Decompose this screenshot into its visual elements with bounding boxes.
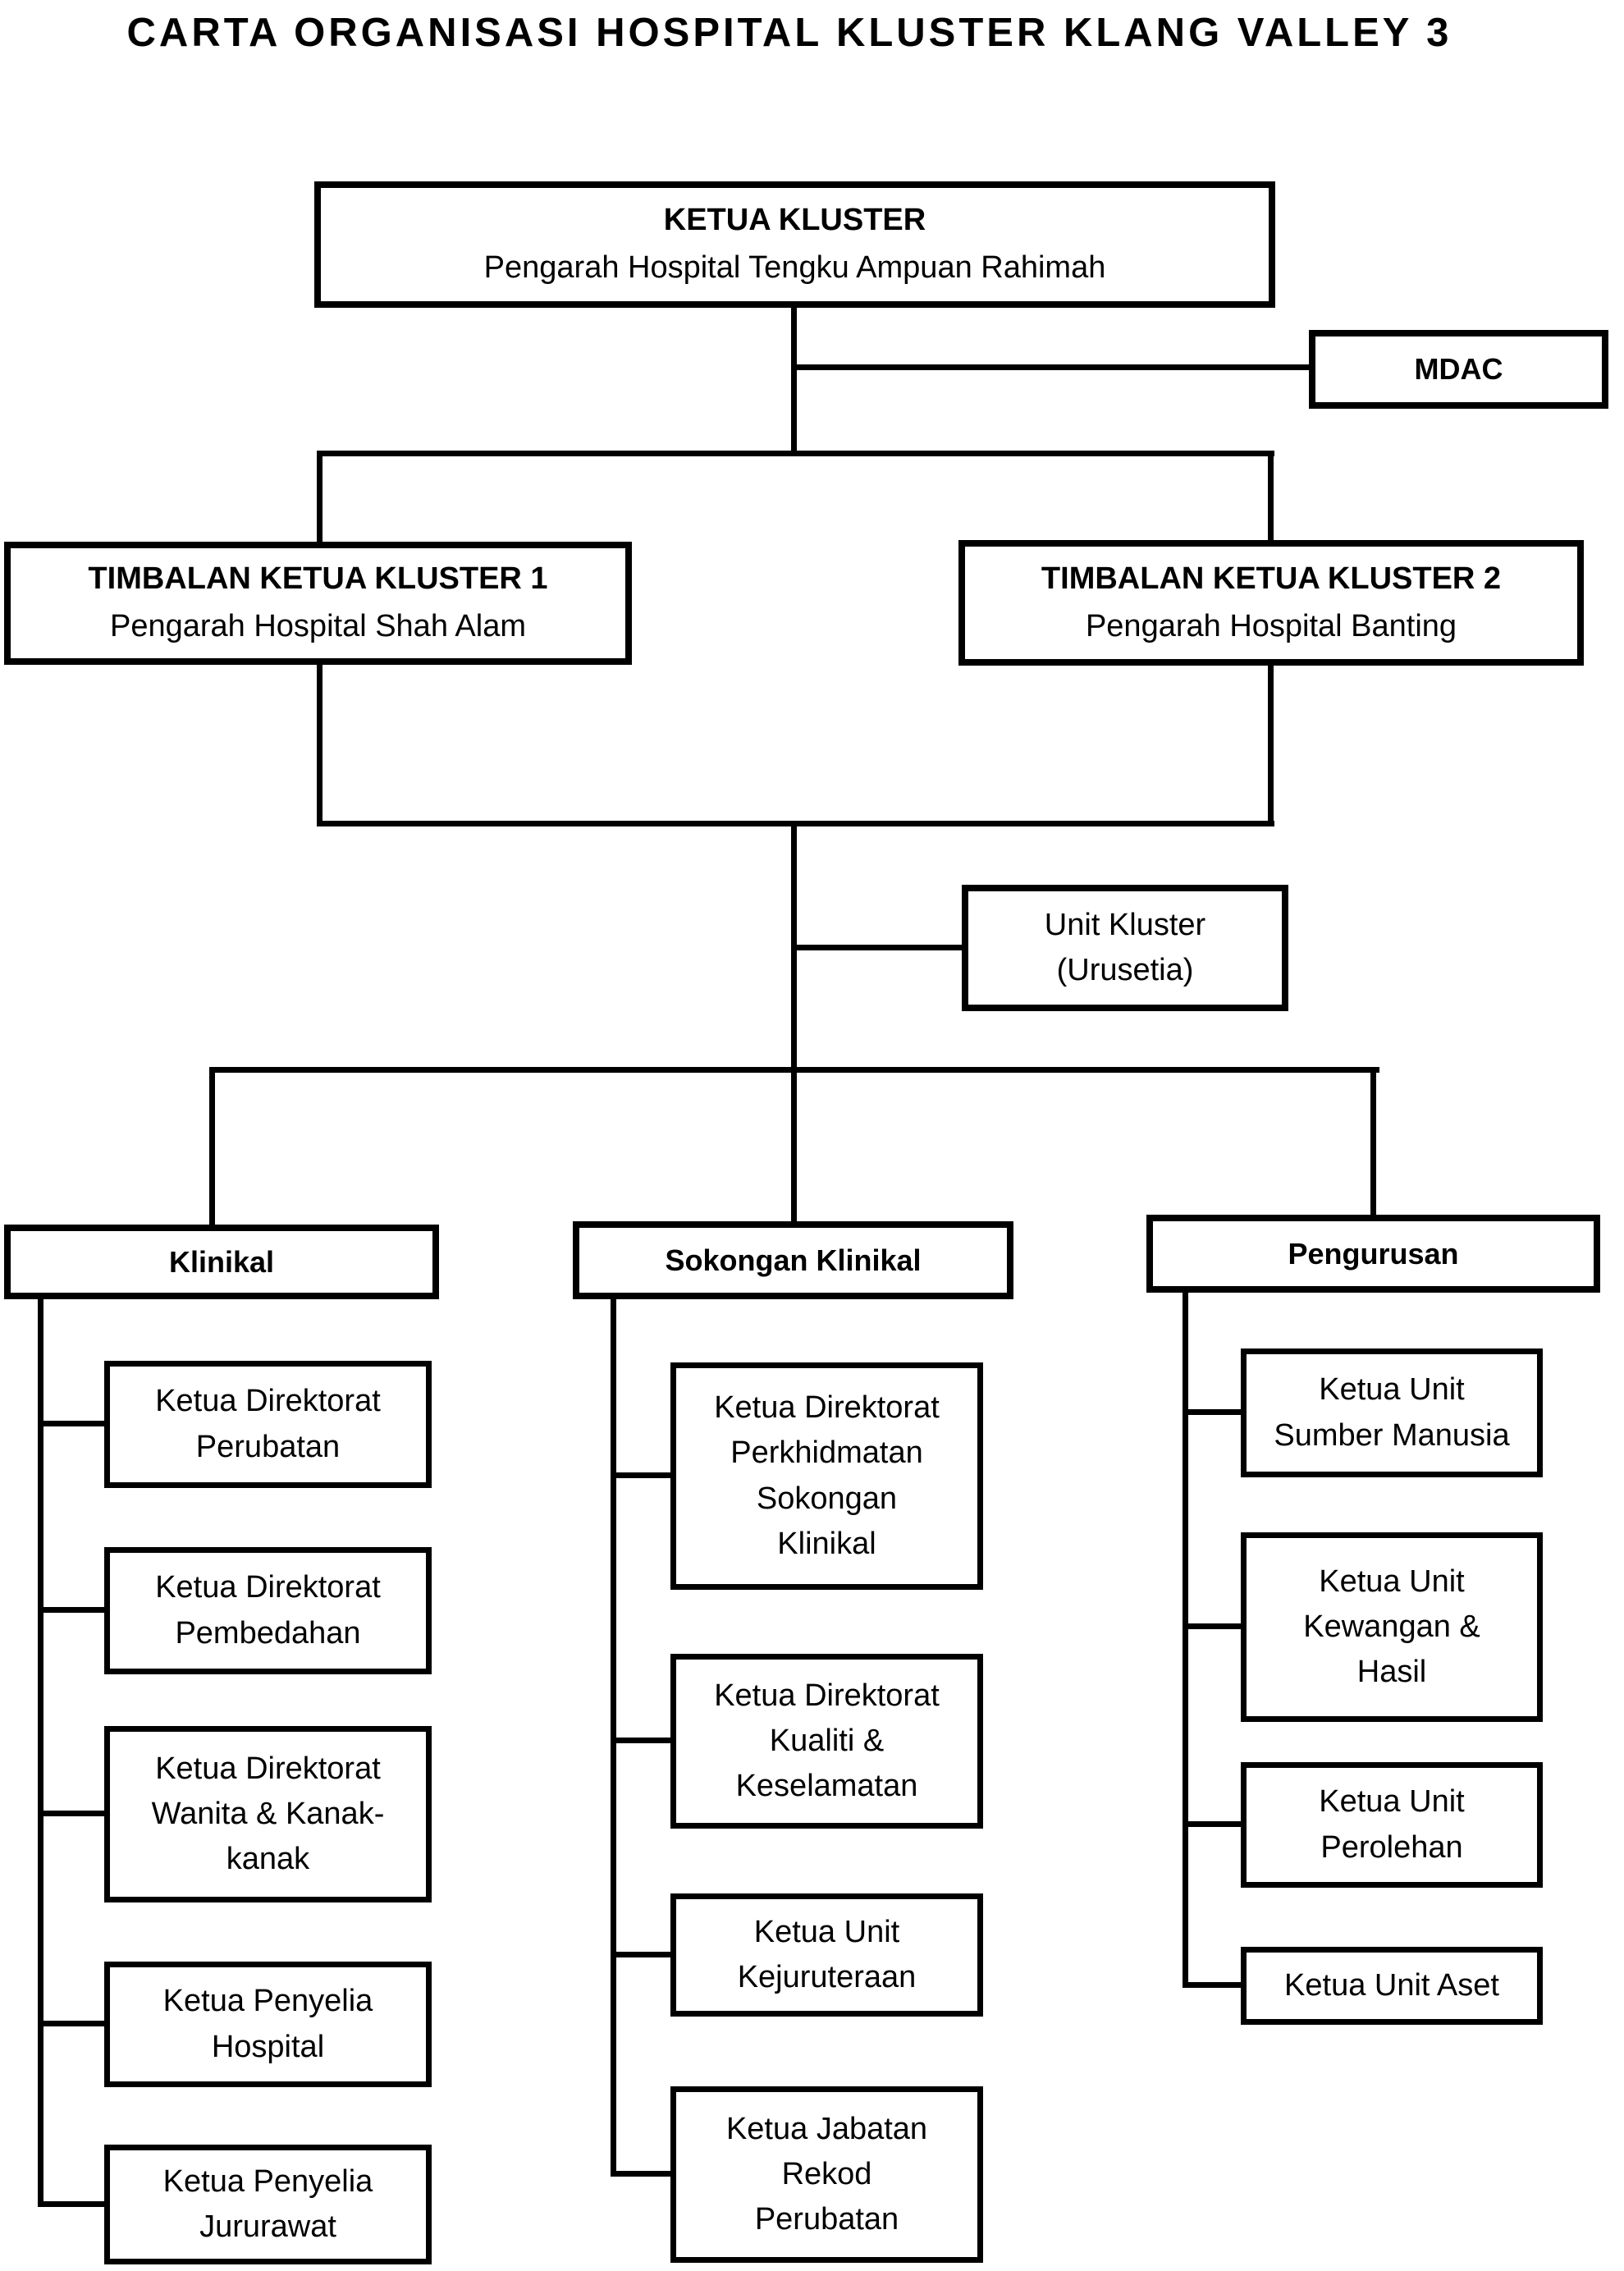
connector-deputy1-out [317,662,323,826]
connector-spur-kualiti [611,1738,676,1743]
node-ketua-unit-aset: Ketua Unit Aset [1241,1947,1543,2025]
node-ketua-penyelia-jururawat: Ketua Penyelia Jururawat [104,2145,432,2264]
connector-mdac-link [791,364,1309,370]
timbalan1-person: Pengarah Hospital Shah Alam [110,609,526,643]
klinikal-label: Klinikal [168,1244,275,1279]
node-label: Ketua Direktorat Perkhidmatan Sokongan K… [714,1390,940,1561]
connector-spur-kewangan [1183,1623,1247,1629]
connector-pengurusan-rail [1183,1287,1188,1988]
timbalan2-role: TIMBALAN KETUA KLUSTER 2 [1041,561,1502,596]
node-ketua-unit-perolehan: Ketua Unit Perolehan [1241,1762,1543,1888]
node-mdac: MDAC [1309,330,1608,409]
connector-spur-aset [1183,1982,1247,1988]
connector-pengurusan-drop [1370,1067,1376,1218]
connector-spur-pembedahan [38,1607,110,1613]
sokongan-klinikal-label: Sokongan Klinikal [665,1243,922,1277]
node-unit-kluster: Unit Kluster (Urusetia) [962,885,1288,1011]
connector-spur-penyelia-hospital [38,2021,110,2026]
node-ketua-unit-sumber-manusia: Ketua Unit Sumber Manusia [1241,1348,1543,1477]
unit-kluster-label: Unit Kluster (Urusetia) [1044,907,1206,987]
node-ketua-direktorat-pembedahan: Ketua Direktorat Pembedahan [104,1547,432,1674]
branch-header-pengurusan: Pengurusan [1146,1215,1600,1293]
connector-center-drop [791,821,797,1225]
connector-spur-perubatan [38,1421,110,1426]
node-ketua-jabatan-rekod-perubatan: Ketua Jabatan Rekod Perubatan [670,2086,983,2263]
connector-spur-kejuruteraan [611,1952,676,1957]
node-label: Ketua Penyelia Jururawat [162,2163,373,2244]
node-label: Ketua Unit Aset [1284,1967,1499,2003]
connector-spur-sumber-manusia [1183,1409,1247,1415]
connector-spur-psk [611,1472,676,1478]
node-ketua-direktorat-perubatan: Ketua Direktorat Perubatan [104,1361,432,1488]
ketua-kluster-person: Pengarah Hospital Tengku Ampuan Rahimah [483,250,1106,285]
node-label: Ketua Unit Perolehan [1319,1784,1465,1865]
node-label: Ketua Penyelia Hospital [162,1984,373,2064]
node-ketua-direktorat-kualiti-keselamatan: Ketua Direktorat Kualiti & Keselamatan [670,1654,983,1829]
node-ketua-unit-kejuruteraan: Ketua Unit Kejuruteraan [670,1893,983,2017]
connector-deputy2-in [1268,451,1274,543]
connector-deputy1-in [317,451,323,545]
timbalan2-person: Pengarah Hospital Banting [1085,608,1457,643]
timbalan1-role: TIMBALAN KETUA KLUSTER 1 [88,561,548,597]
branch-header-klinikal: Klinikal [4,1225,439,1299]
connector-spur-rekod [611,2171,676,2177]
chart-title: CARTA ORGANISASI HOSPITAL KLUSTER KLANG … [126,11,1452,55]
node-label: Ketua Unit Kejuruteraan [737,1914,917,1994]
pengurusan-label: Pengurusan [1288,1236,1459,1271]
branch-header-sokongan-klinikal: Sokongan Klinikal [573,1221,1013,1299]
node-ketua-unit-kewangan-hasil: Ketua Unit Kewangan & Hasil [1241,1532,1543,1722]
connector-sokongan-rail [611,1293,616,2177]
node-label: Ketua Direktorat Kualiti & Keselamatan [714,1678,940,1804]
node-timbalan-ketua-kluster-1: TIMBALAN KETUA KLUSTER 1 Pengarah Hospit… [4,542,632,665]
node-label: Ketua Direktorat Perubatan [155,1384,381,1464]
connector-spur-perolehan [1183,1821,1247,1827]
node-timbalan-ketua-kluster-2: TIMBALAN KETUA KLUSTER 2 Pengarah Hospit… [958,540,1584,666]
connector-root-drop [791,306,797,456]
node-label: Ketua Unit Sumber Manusia [1274,1372,1510,1453]
node-ketua-penyelia-hospital: Ketua Penyelia Hospital [104,1962,432,2087]
node-label: Ketua Direktorat Pembedahan [155,1570,381,1651]
connector-deputies-top-bar [317,451,1274,456]
connector-secretariat-link [791,945,968,950]
node-label: Ketua Direktorat Wanita & Kanak- kanak [151,1751,385,1877]
ketua-kluster-role: KETUA KLUSTER [663,203,926,238]
connector-deputy2-out [1268,662,1274,826]
connector-spur-wanita [38,1811,110,1816]
connector-branches-bar [209,1067,1379,1073]
node-label: Ketua Unit Kewangan & Hasil [1303,1564,1480,1690]
connector-spur-jururawat [38,2201,110,2207]
node-ketua-direktorat-wanita-kanak-kanak: Ketua Direktorat Wanita & Kanak- kanak [104,1726,432,1902]
node-ketua-kluster: KETUA KLUSTER Pengarah Hospital Tengku A… [314,181,1275,308]
connector-klinikal-drop [209,1067,215,1228]
node-ketua-direktorat-perkhidmatan-sokongan-klinikal: Ketua Direktorat Perkhidmatan Sokongan K… [670,1362,983,1590]
node-label: Ketua Jabatan Rekod Perubatan [725,2111,928,2237]
mdac-label: MDAC [1414,352,1503,386]
connector-klinikal-rail [38,1293,43,2207]
